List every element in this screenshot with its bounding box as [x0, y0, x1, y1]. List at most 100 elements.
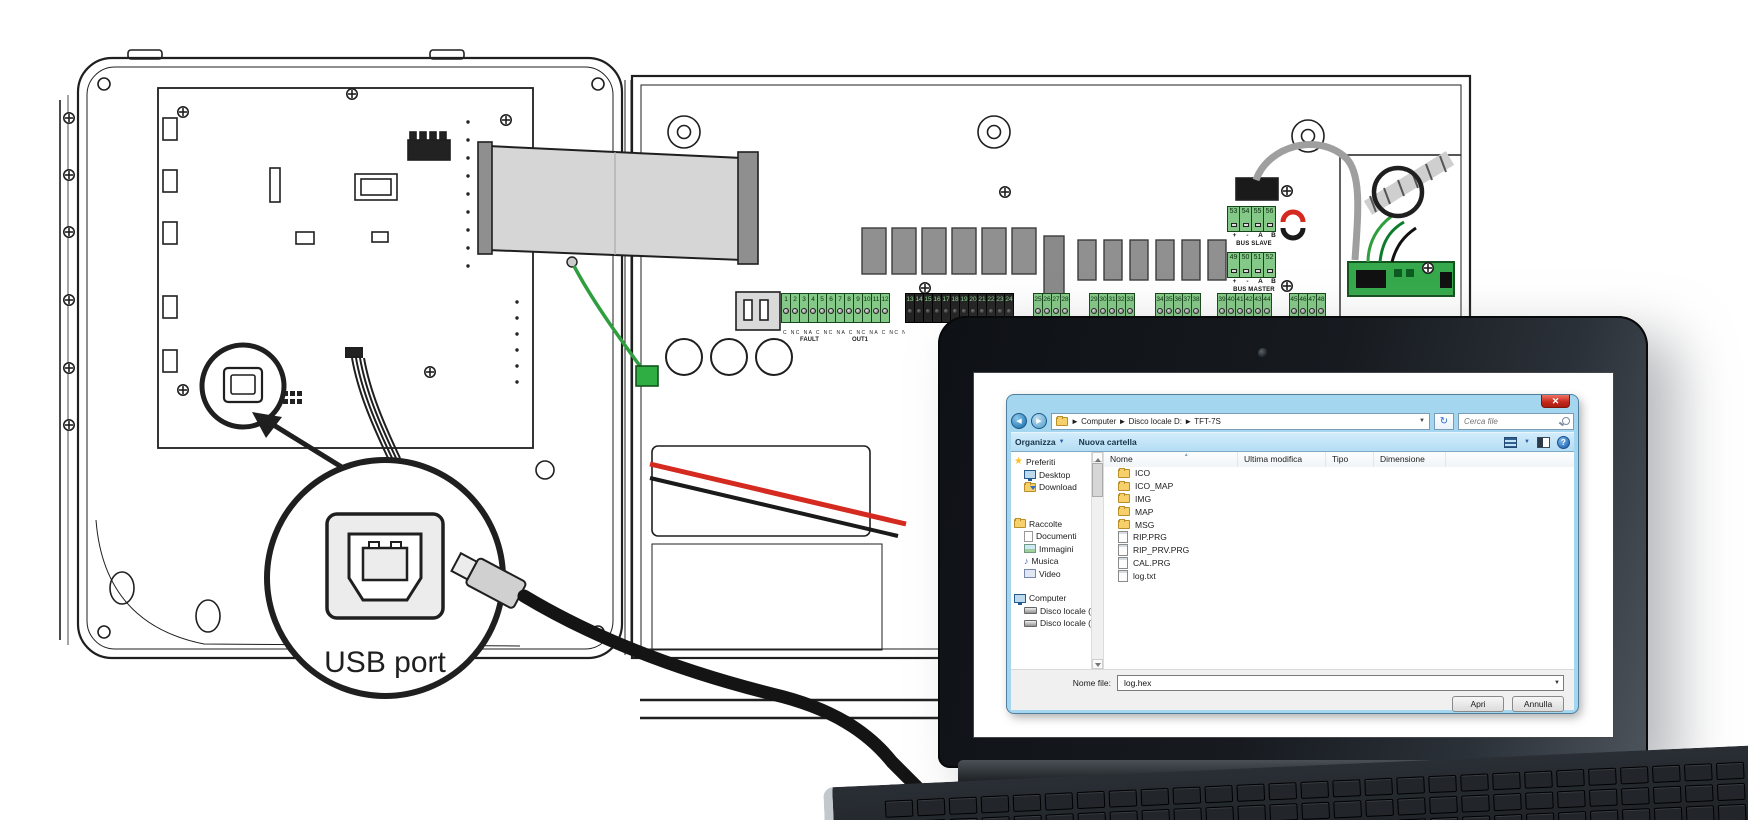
new-folder-button[interactable]: Nuova cartella: [1079, 437, 1137, 447]
dialog-titlebar[interactable]: ✕: [1011, 395, 1574, 410]
green-terminal: [635, 365, 659, 387]
desktop-icon: [1024, 470, 1036, 481]
pin-label: -: [1246, 278, 1249, 285]
organize-label: Organizza: [1015, 437, 1056, 447]
battery: [651, 445, 871, 537]
sidebar-scrollbar[interactable]: [1091, 452, 1104, 669]
search-input[interactable]: [1462, 415, 1562, 427]
usb-callout: USB port: [252, 412, 506, 699]
file-icon: [1118, 531, 1128, 544]
file-row[interactable]: MSG: [1104, 518, 1574, 531]
sidebar-item-raccolte[interactable]: Raccolte: [1014, 518, 1091, 531]
organize-button[interactable]: Organizza ▼: [1015, 437, 1065, 447]
file-name: ICO_MAP: [1135, 481, 1174, 492]
pin-label: +: [1232, 278, 1237, 285]
sidebar-item-disk-d[interactable]: Disco locale (D :): [1024, 617, 1091, 630]
onboard-connector: [735, 291, 781, 331]
sidebar-label: Disco locale (D :): [1040, 618, 1091, 629]
sidebar-item-computer[interactable]: Computer: [1014, 592, 1091, 605]
forward-icon: ▶: [1036, 418, 1042, 425]
file-row[interactable]: IMG: [1104, 493, 1574, 506]
red-jumper: [1280, 209, 1306, 223]
file-name: IMG: [1135, 493, 1152, 504]
breadcrumb[interactable]: ► Computer ► Disco locale D: ► TFT-7S ▼: [1051, 412, 1430, 430]
documents-icon: [1024, 530, 1033, 542]
cancel-button[interactable]: Annulla: [1512, 696, 1564, 712]
circuit-board: [157, 87, 534, 459]
file-row[interactable]: CAL.PRG: [1104, 556, 1574, 570]
music-icon: ♪: [1024, 555, 1029, 566]
file-name: RIP_PRV.PRG: [1133, 545, 1190, 556]
file-icon: [1118, 556, 1128, 569]
bus-slave-label: BUS SLAVE: [1236, 241, 1272, 247]
pin-label: A: [1258, 278, 1263, 285]
relays: [861, 227, 1227, 301]
column-header-tipo[interactable]: Tipo: [1326, 452, 1374, 467]
dialog-footer: Nome file: ▼ Apri Annulla: [1011, 669, 1574, 712]
file-row[interactable]: ICO: [1104, 467, 1574, 480]
file-row[interactable]: ICO_MAP: [1104, 480, 1574, 493]
dialog-toolbar: Organizza ▼ Nuova cartella ▼ ?: [1011, 432, 1574, 451]
terminal-pin-labels: C NC NA C NC NA C NC NA C NC NA: [783, 330, 905, 336]
pin-label: -: [1246, 232, 1249, 239]
column-header-nome[interactable]: Nome ▲: [1104, 452, 1238, 467]
sidebar-item-disk-c[interactable]: Disco locale (C :): [1024, 605, 1091, 618]
terminal-number: 38: [1191, 293, 1201, 323]
breadcrumb-path: ► Computer ► Disco locale D: ► TFT-7S: [1071, 416, 1221, 426]
file-row[interactable]: MAP: [1104, 505, 1574, 518]
help-icon[interactable]: ?: [1557, 435, 1570, 449]
sidebar-item-video[interactable]: Video: [1024, 568, 1091, 581]
usb-port-on-board: [222, 366, 264, 404]
back-button[interactable]: ◀: [1011, 413, 1027, 429]
sidebar-item-download[interactable]: Download: [1024, 481, 1091, 494]
forward-button[interactable]: ▶: [1031, 413, 1047, 429]
scroll-up-icon[interactable]: [1092, 452, 1103, 462]
sidebar-label: Computer: [1029, 593, 1067, 604]
views-dropdown-icon[interactable]: ▼: [1524, 439, 1530, 445]
sidebar-item-preferiti[interactable]: ★ Preferiti: [1014, 456, 1091, 469]
file-row[interactable]: RIP.PRG: [1104, 531, 1574, 544]
column-label: Nome: [1110, 454, 1133, 464]
close-button[interactable]: ✕: [1541, 395, 1570, 408]
chevron-down-icon: ▼: [1058, 439, 1065, 445]
usb-port-highlight-circle: [199, 342, 287, 430]
mounting-hole: [977, 115, 1011, 149]
change-view-icon[interactable]: [1504, 436, 1518, 448]
sidebar-item-musica[interactable]: ♪ Musica: [1024, 555, 1091, 568]
filename-combo[interactable]: ▼: [1117, 675, 1564, 691]
close-icon: ✕: [1551, 396, 1560, 406]
file-row[interactable]: log.txt: [1104, 569, 1574, 582]
sidebar-label: Documenti: [1036, 531, 1077, 542]
video-icon: [1024, 569, 1036, 579]
filename-input[interactable]: [1122, 677, 1555, 689]
sidebar-item-documenti[interactable]: Documenti: [1024, 530, 1091, 543]
sidebar-label: Disco locale (C :): [1040, 605, 1091, 616]
pictures-icon: [1024, 544, 1036, 554]
search-box[interactable]: [1458, 412, 1574, 430]
out1-label: OUT1: [852, 337, 869, 343]
black-jumper: [1280, 227, 1306, 241]
file-row[interactable]: RIP_PRV.PRG: [1104, 544, 1574, 557]
red-battery-wire: [649, 461, 907, 527]
combo-dropdown-icon[interactable]: ▼: [1554, 680, 1560, 686]
scroll-down-icon[interactable]: [1092, 659, 1103, 669]
sidebar-item-desktop[interactable]: Desktop: [1024, 469, 1091, 481]
refresh-button[interactable]: ↻: [1434, 412, 1454, 430]
usb-port-label: USB port: [324, 646, 446, 679]
sidebar-item-immagini[interactable]: Immagini: [1024, 543, 1091, 556]
column-header-dimensione[interactable]: Dimensione: [1374, 452, 1446, 467]
pin-label: B: [1271, 278, 1276, 285]
column-headers: Nome ▲ Ultima modifica Tipo Dimensione: [1104, 452, 1574, 467]
breadcrumb-dropdown-icon[interactable]: ▼: [1419, 418, 1425, 424]
preview-pane-icon[interactable]: [1537, 436, 1550, 448]
ribbon-cable: [477, 141, 759, 265]
scrollbar-thumb[interactable]: [1092, 463, 1103, 497]
folder-icon: [1056, 415, 1068, 426]
open-button[interactable]: Apri: [1452, 696, 1504, 712]
column-header-ultima-modifica[interactable]: Ultima modifica: [1238, 452, 1326, 467]
terminal-number: 12: [880, 293, 890, 323]
